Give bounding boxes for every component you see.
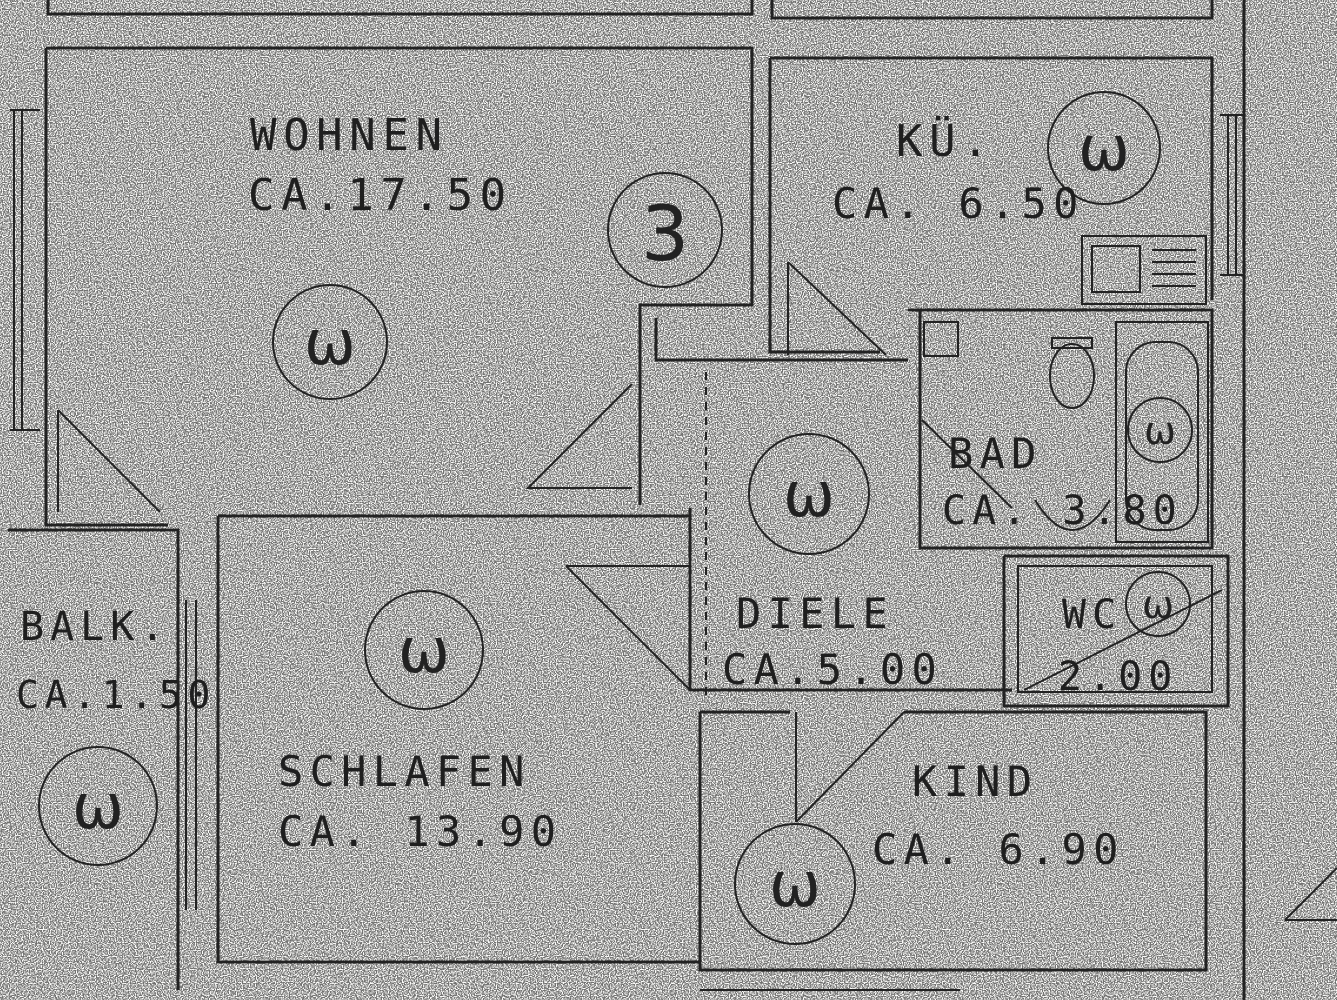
room-area-bad: CA. 3.80 (942, 488, 1183, 534)
door-swing-diele-schlafen (565, 565, 691, 691)
outlet-symbol-wc: ω (1125, 571, 1191, 637)
room-name-kueche: KÜ. (896, 115, 995, 167)
door-swing-bad (921, 419, 1013, 509)
door-swing-wohnen (57, 409, 161, 513)
room-area-wohnen: CA.17.50 (248, 170, 513, 221)
outlet-glyph: ω (769, 848, 821, 921)
room-name-balkon: BALK. (20, 604, 170, 650)
door-swing-kueche (787, 261, 887, 356)
outlet-glyph: ω (1078, 112, 1130, 185)
room-area-kind: CA. 6.90 (872, 825, 1125, 874)
room-area-diele: CA.5.00 (722, 645, 943, 694)
outlet-symbol-kind: ω (734, 823, 856, 945)
outlet-glyph: ω (1144, 409, 1176, 453)
outlet-glyph: ω (72, 770, 124, 843)
apartment-number: 3 (641, 189, 689, 278)
outlet-symbol-bad: ω (1127, 397, 1193, 463)
outlet-symbol-balkon: ω (38, 746, 158, 866)
room-area-kueche: CA. 6.50 (832, 179, 1085, 228)
room-area-schlafen: CA. 13.90 (278, 807, 562, 856)
room-area-balkon: CA.1.50 (16, 673, 216, 717)
room-outline-wohnen (10, 46, 754, 527)
room-name-wohnen: WOHNEN (250, 110, 449, 161)
outlet-glyph: ω (304, 306, 356, 379)
outlet-symbol-wohnen: ω (272, 284, 388, 400)
outlet-glyph: ω (398, 614, 450, 687)
room-outline-balkon (8, 528, 197, 990)
top-edge-walls (46, 0, 1214, 20)
outlet-glyph: ω (783, 458, 835, 531)
room-outline-bad (908, 308, 1214, 550)
outlet-symbol-schlafen: ω (364, 590, 484, 710)
room-outline-kueche (768, 56, 1244, 354)
room-name-wc: WC (1062, 592, 1122, 638)
room-name-schlafen: SCHLAFEN (278, 747, 531, 796)
outlet-symbol-kueche: ω (1047, 91, 1161, 205)
outlet-symbol-diele: ω (748, 433, 870, 555)
room-outline-wc (1002, 554, 1230, 708)
outlet-glyph: ω (1142, 583, 1174, 627)
door-swing-kind (795, 711, 905, 823)
room-outline-kind (698, 710, 1208, 972)
room-area-wc: 2.00 (1058, 654, 1178, 700)
room-name-diele: DIELE (736, 589, 894, 638)
room-outline-schlafen (216, 514, 700, 964)
room-name-bad: BAD (948, 429, 1043, 478)
corner-detail (1284, 867, 1337, 921)
door-swing-wohnen-diele (525, 383, 633, 489)
apartment-number-badge: 3 (607, 172, 723, 288)
room-name-kind: KIND (912, 757, 1038, 806)
